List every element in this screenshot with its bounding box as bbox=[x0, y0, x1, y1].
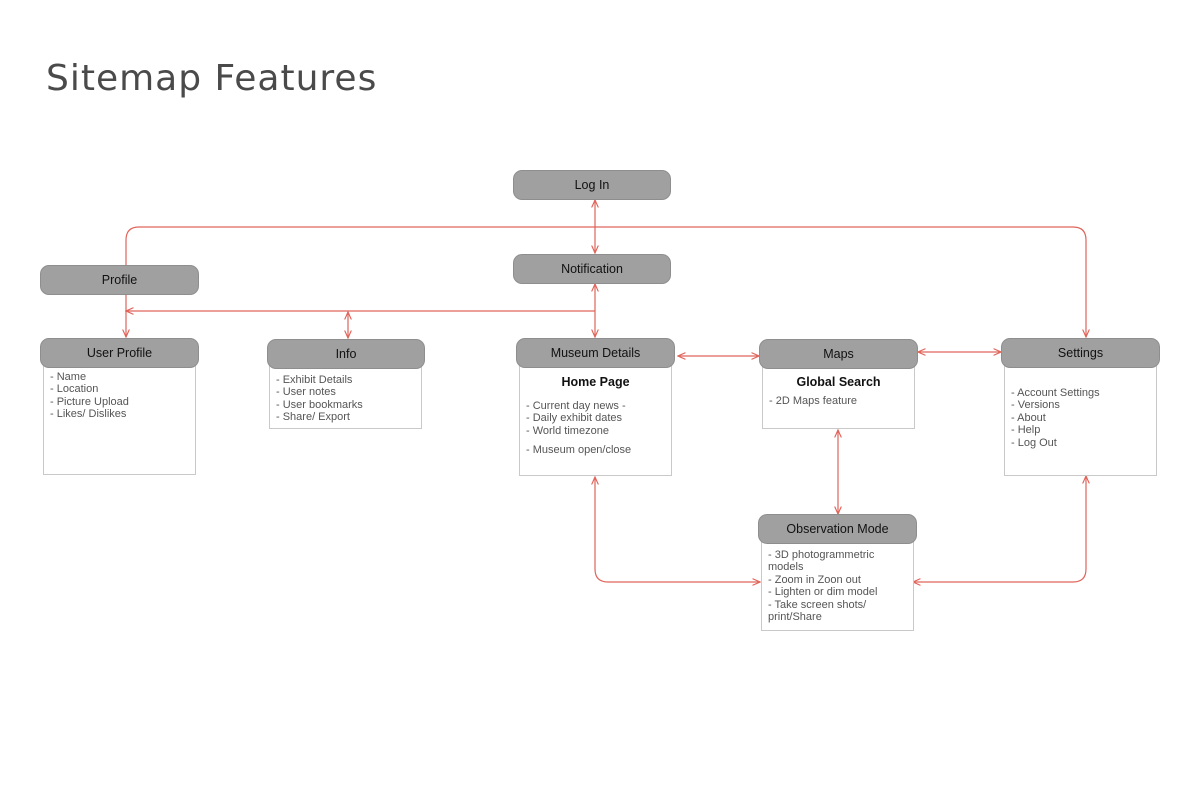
list-item: - Current day news - bbox=[526, 400, 626, 412]
observation-mode-node[interactable]: Observation Mode bbox=[758, 514, 917, 544]
list-item: - Take screen shots/ bbox=[768, 598, 867, 611]
connector-top-bus bbox=[125, 226, 1086, 337]
profile-node[interactable]: Profile bbox=[40, 265, 199, 295]
settings-feature-list: - Account Settings - Versions - About - … bbox=[1011, 387, 1150, 449]
login-node[interactable]: Log In bbox=[513, 170, 671, 200]
list-item: - User bookmarks bbox=[276, 398, 363, 411]
maps-panel: Global Search - 2D Maps feature bbox=[762, 362, 915, 429]
list-item: - Help bbox=[1011, 424, 1041, 437]
user-profile-label: User Profile bbox=[86, 346, 153, 360]
list-item: - Likes/ Dislikes bbox=[50, 408, 127, 421]
list-item: - 3D photogrammetric models bbox=[768, 549, 875, 574]
user-profile-panel: - Name - Location - Picture Upload - Lik… bbox=[43, 360, 196, 475]
info-label: Info bbox=[335, 347, 357, 361]
list-item: - User notes bbox=[276, 386, 336, 399]
list-item: - Account Settings bbox=[1011, 387, 1100, 399]
museum-details-node[interactable]: Museum Details bbox=[516, 338, 675, 368]
list-item: print/Share bbox=[768, 611, 822, 624]
list-item: - Share/ Export bbox=[276, 411, 350, 424]
info-panel: - Exhibit Details - User notes - User bo… bbox=[269, 362, 422, 429]
list-item: - Log Out bbox=[1011, 436, 1057, 449]
list-item: - Daily exhibit dates bbox=[526, 412, 622, 425]
profile-label: Profile bbox=[101, 273, 138, 287]
list-item: - Picture Upload bbox=[50, 395, 129, 408]
user-profile-node[interactable]: User Profile bbox=[40, 338, 199, 368]
notification-label: Notification bbox=[561, 262, 623, 276]
settings-node[interactable]: Settings bbox=[1001, 338, 1160, 368]
maps-label: Maps bbox=[823, 347, 854, 361]
maps-node[interactable]: Maps bbox=[759, 339, 918, 369]
observation-mode-label: Observation Mode bbox=[786, 522, 889, 536]
login-label: Log In bbox=[574, 178, 610, 192]
museum-details-label: Museum Details bbox=[550, 346, 641, 360]
connector-settings-observation bbox=[913, 476, 1086, 582]
maps-feature-list: - 2D Maps feature bbox=[769, 395, 908, 407]
list-item: - Exhibit Details bbox=[276, 374, 353, 386]
museum-details-feature-list: - Current day news - - Daily exhibit dat… bbox=[526, 400, 665, 457]
list-item: - Location bbox=[50, 383, 99, 396]
info-feature-list: - Exhibit Details - User notes - User bo… bbox=[276, 374, 415, 424]
connector-museum-observation bbox=[595, 477, 760, 582]
list-item: - Versions bbox=[1011, 399, 1060, 412]
list-item: - World timezone bbox=[526, 424, 609, 437]
global-search-heading: Global Search bbox=[796, 375, 881, 389]
museum-details-panel: Home Page - Current day news - - Daily e… bbox=[519, 360, 672, 476]
settings-label: Settings bbox=[1057, 346, 1104, 360]
list-item: - 2D Maps feature bbox=[769, 395, 858, 407]
user-profile-feature-list: - Name - Location - Picture Upload - Lik… bbox=[50, 371, 189, 421]
list-item: - Lighten or dim model bbox=[768, 586, 878, 599]
list-item: - About bbox=[1011, 411, 1046, 424]
observation-mode-panel: - 3D photogrammetric models - Zoom in Zo… bbox=[761, 537, 914, 631]
page-title: Sitemap Features bbox=[46, 58, 378, 99]
list-item: - Zoom in Zoon out bbox=[768, 573, 861, 586]
list-item: - Name bbox=[50, 371, 87, 383]
observation-mode-feature-list: - 3D photogrammetric models - Zoom in Zo… bbox=[768, 549, 907, 623]
info-node[interactable]: Info bbox=[267, 339, 425, 369]
home-page-heading: Home Page bbox=[561, 375, 630, 389]
list-item: - Museum open/close bbox=[526, 444, 632, 457]
notification-node[interactable]: Notification bbox=[513, 254, 671, 284]
settings-panel: - Account Settings - Versions - About - … bbox=[1004, 360, 1157, 476]
